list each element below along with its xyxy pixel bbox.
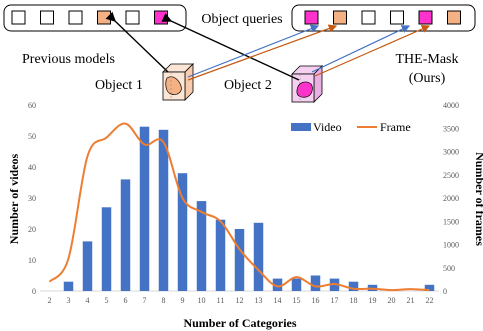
x-tick-label: 13 — [255, 296, 263, 305]
x-tick-label: 5 — [105, 296, 109, 305]
y2-tick-label: 3000 — [443, 148, 459, 157]
x-tick-label: 16 — [312, 296, 320, 305]
x-axis-ticks: 2 3 4 5 6 7 8 9 10 11 12 13 14 15 16 17 18 19 20 21 22 — [48, 296, 434, 305]
object-queries-label: Object queries — [201, 12, 282, 27]
x-tick-label: 4 — [86, 296, 90, 305]
y2-axis-label: Number of frames — [473, 152, 483, 246]
video-bar-18 — [348, 281, 359, 291]
x-tick-label: 22 — [426, 296, 434, 305]
arrow-object2-to-ours-magenta-2 — [311, 25, 411, 73]
y-tick-label: 30 — [28, 194, 36, 203]
previous-query-cell-4 — [97, 10, 111, 25]
y-tick-label: 0 — [32, 287, 36, 296]
x-tick-label: 2 — [48, 296, 52, 305]
previous-query-cell-3 — [68, 10, 83, 25]
video-bar-16 — [310, 275, 321, 291]
video-bar-3 — [63, 281, 74, 291]
x-tick-label: 18 — [350, 296, 358, 305]
previous-query-cell-1 — [11, 10, 26, 25]
ours-query-cell-6 — [447, 10, 461, 25]
assignment-arrows — [105, 11, 431, 81]
x-tick-label: 19 — [369, 296, 377, 305]
x-tick-label: 3 — [67, 296, 71, 305]
previous-models-caption: Previous models — [22, 52, 115, 67]
video-bar-11 — [215, 219, 226, 291]
ours-query-cells — [304, 10, 461, 25]
object-2-label: Object 2 — [224, 78, 272, 93]
x-tick-label: 17 — [331, 296, 339, 305]
video-bar-12 — [234, 229, 245, 291]
object-2-cube — [291, 65, 323, 103]
ours-query-cell-5 — [418, 10, 433, 25]
x-tick-label: 20 — [388, 296, 396, 305]
y-axis-label: Number of videos — [7, 153, 21, 244]
ours-query-cell-4 — [390, 10, 404, 25]
y2-tick-label: 1000 — [443, 241, 459, 250]
previous-query-cell-2 — [40, 10, 54, 25]
arrow-prev-orange-to-object1 — [105, 11, 169, 73]
previous-query-cell-5 — [125, 10, 140, 25]
x-tick-label: 10 — [198, 296, 206, 305]
video-bar-10 — [196, 201, 207, 291]
video-bar-15 — [291, 278, 302, 291]
object-1-label: Object 1 — [95, 78, 143, 93]
x-tick-label: 21 — [407, 296, 415, 305]
y2-tick-label: 500 — [443, 264, 455, 273]
previous-query-cell-6 — [154, 10, 168, 25]
y2-axis-ticks: 0 500 1000 1500 2000 2500 3000 3500 4000 — [443, 101, 459, 296]
x-tick-label: 8 — [162, 296, 166, 305]
y2-tick-label: 4000 — [443, 101, 459, 110]
video-bar-14 — [272, 278, 283, 291]
y2-tick-label: 1500 — [443, 217, 459, 226]
video-bar-4 — [82, 241, 93, 291]
x-tick-label: 11 — [217, 296, 225, 305]
y-tick-label: 40 — [28, 163, 36, 172]
legend-frame-label: Frame — [380, 120, 411, 134]
y2-tick-label: 0 — [443, 287, 447, 296]
x-tick-label: 15 — [293, 296, 301, 305]
y2-tick-label: 2500 — [443, 171, 459, 180]
y-axis-ticks: 0 10 20 30 40 50 60 — [28, 101, 36, 296]
arrow-object2-to-prev-magenta — [161, 13, 300, 81]
arrow-object1-to-ours-orange-1 — [187, 24, 338, 81]
ours-query-cell-3 — [361, 10, 376, 25]
video-bar-22 — [424, 284, 435, 291]
x-tick-label: 7 — [143, 296, 147, 305]
y2-tick-label: 2000 — [443, 194, 459, 203]
y2-tick-label: 3500 — [443, 124, 459, 133]
video-bars — [63, 126, 435, 291]
y-tick-label: 60 — [28, 101, 36, 110]
video-bar-8 — [158, 129, 169, 291]
query-illustration: Object queries Previous models THE-Mask … — [3, 4, 476, 103]
x-tick-label: 12 — [236, 296, 244, 305]
legend-video-label: Video — [313, 120, 342, 134]
object-1-cube — [162, 63, 194, 101]
legend: Video Frame — [291, 120, 411, 134]
y-tick-label: 50 — [28, 132, 36, 141]
video-bar-6 — [120, 179, 131, 291]
x-tick-label: 14 — [274, 296, 282, 305]
arrow-object1-to-ours-magenta-1 — [187, 24, 320, 78]
video-bar-13 — [253, 222, 264, 291]
ours-query-cell-1 — [304, 10, 319, 25]
frame-line — [48, 122, 430, 292]
the-mask-caption: THE-Mask — [396, 52, 459, 67]
x-tick-label: 9 — [181, 296, 185, 305]
legend-video-swatch — [291, 123, 311, 131]
video-bar-5 — [101, 207, 112, 291]
video-bar-9 — [177, 173, 188, 291]
ours-query-cell-2 — [333, 10, 347, 25]
y-tick-label: 20 — [28, 225, 36, 234]
arrow-object2-to-ours-orange-2 — [314, 25, 431, 77]
y-tick-label: 10 — [28, 256, 36, 265]
ours-caption: (Ours) — [409, 71, 446, 86]
video-bar-7 — [139, 126, 150, 291]
x-axis-label: Number of Categories — [183, 316, 296, 330]
x-tick-label: 6 — [124, 296, 128, 305]
